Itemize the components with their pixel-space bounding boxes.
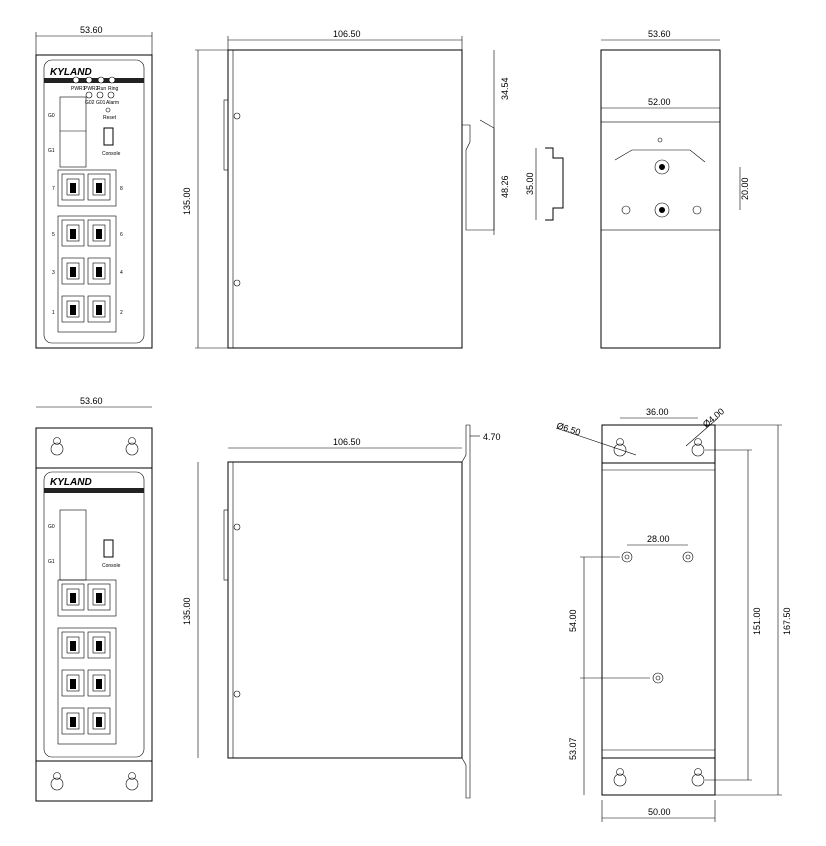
- dim-rail-profile: 35.00: [525, 172, 535, 195]
- dim-clip-height: 48.26: [500, 175, 510, 198]
- console-label: Console: [102, 151, 121, 157]
- front-view-bottom: 53.60 KYLAND G0 G1 Console: [35, 396, 153, 802]
- port-number: 1: [52, 310, 55, 316]
- dim-height: 135.00: [182, 597, 192, 625]
- sfp-label: G1: [48, 559, 55, 565]
- dim-screw-spacing: 28.00: [647, 534, 670, 544]
- sfp-label: G0: [48, 524, 55, 530]
- front-view-top: 53.60 KYLAND PWR1 PWR2 Run Ring G02 G01 …: [35, 25, 153, 349]
- led-label: G02: [85, 100, 95, 106]
- dim-front-width: 53.60: [80, 396, 103, 406]
- dim-bracket-thickness: 4.70: [483, 432, 501, 442]
- brand-logo: KYLAND: [50, 477, 92, 488]
- port-number: 5: [52, 232, 55, 238]
- din-rail-profile: 35.00: [525, 147, 564, 221]
- dim-hole-large: Ø6.50: [555, 420, 581, 437]
- dim-bottom-width: 50.00: [648, 807, 671, 817]
- dim-hole-small: Ø4.00: [701, 406, 726, 429]
- dim-rail-offset: 34.54: [500, 77, 510, 100]
- dim-back-width: 53.60: [648, 29, 671, 39]
- led-label: Ring: [108, 86, 119, 92]
- led-label: PWR2: [84, 86, 99, 92]
- dim-hole-spacing: 36.00: [646, 407, 669, 417]
- dim-depth: 106.50: [333, 437, 361, 447]
- dim-front-width: 53.60: [80, 25, 103, 35]
- led-label: PWR1: [71, 86, 86, 92]
- dim-54: 54.00: [568, 609, 578, 632]
- port-number: 2: [120, 310, 123, 316]
- led-label: Run: [97, 86, 106, 92]
- brand-logo: KYLAND: [50, 67, 92, 78]
- led-label: G01: [96, 100, 106, 106]
- side-view-top: 135.00 106.50 34.54 48.26: [182, 29, 510, 349]
- dim-rail-width: 52.00: [648, 97, 671, 107]
- back-view-bottom: 36.00 Ø6.50 Ø4.00 28.00 54.00 53.07 151.…: [555, 406, 792, 822]
- sfp-label: G1: [48, 148, 55, 154]
- port-number: 7: [52, 186, 55, 192]
- port-number: 3: [52, 270, 55, 276]
- back-view-top: 53.60 52.00 20.00: [600, 29, 750, 349]
- dim-151: 151.00: [752, 607, 762, 635]
- dim-total-height: 167.50: [782, 607, 792, 635]
- led-row: PWR1 PWR2 Run Ring G02 G01 Alarm Reset: [71, 76, 119, 121]
- side-view-bottom: 135.00 106.50 4.70: [182, 424, 501, 799]
- port-number: 6: [120, 232, 123, 238]
- led-label: Alarm: [106, 100, 119, 106]
- dim-depth: 106.50: [333, 29, 361, 39]
- port-number: 8: [120, 186, 123, 192]
- console-label: Console: [102, 563, 121, 569]
- dim-screw-spacing: 20.00: [740, 177, 750, 200]
- reset-label: Reset: [103, 115, 117, 121]
- dim-height: 135.00: [182, 187, 192, 215]
- sfp-label: G0: [48, 113, 55, 119]
- port-number: 4: [120, 270, 123, 276]
- dim-53: 53.07: [568, 737, 578, 760]
